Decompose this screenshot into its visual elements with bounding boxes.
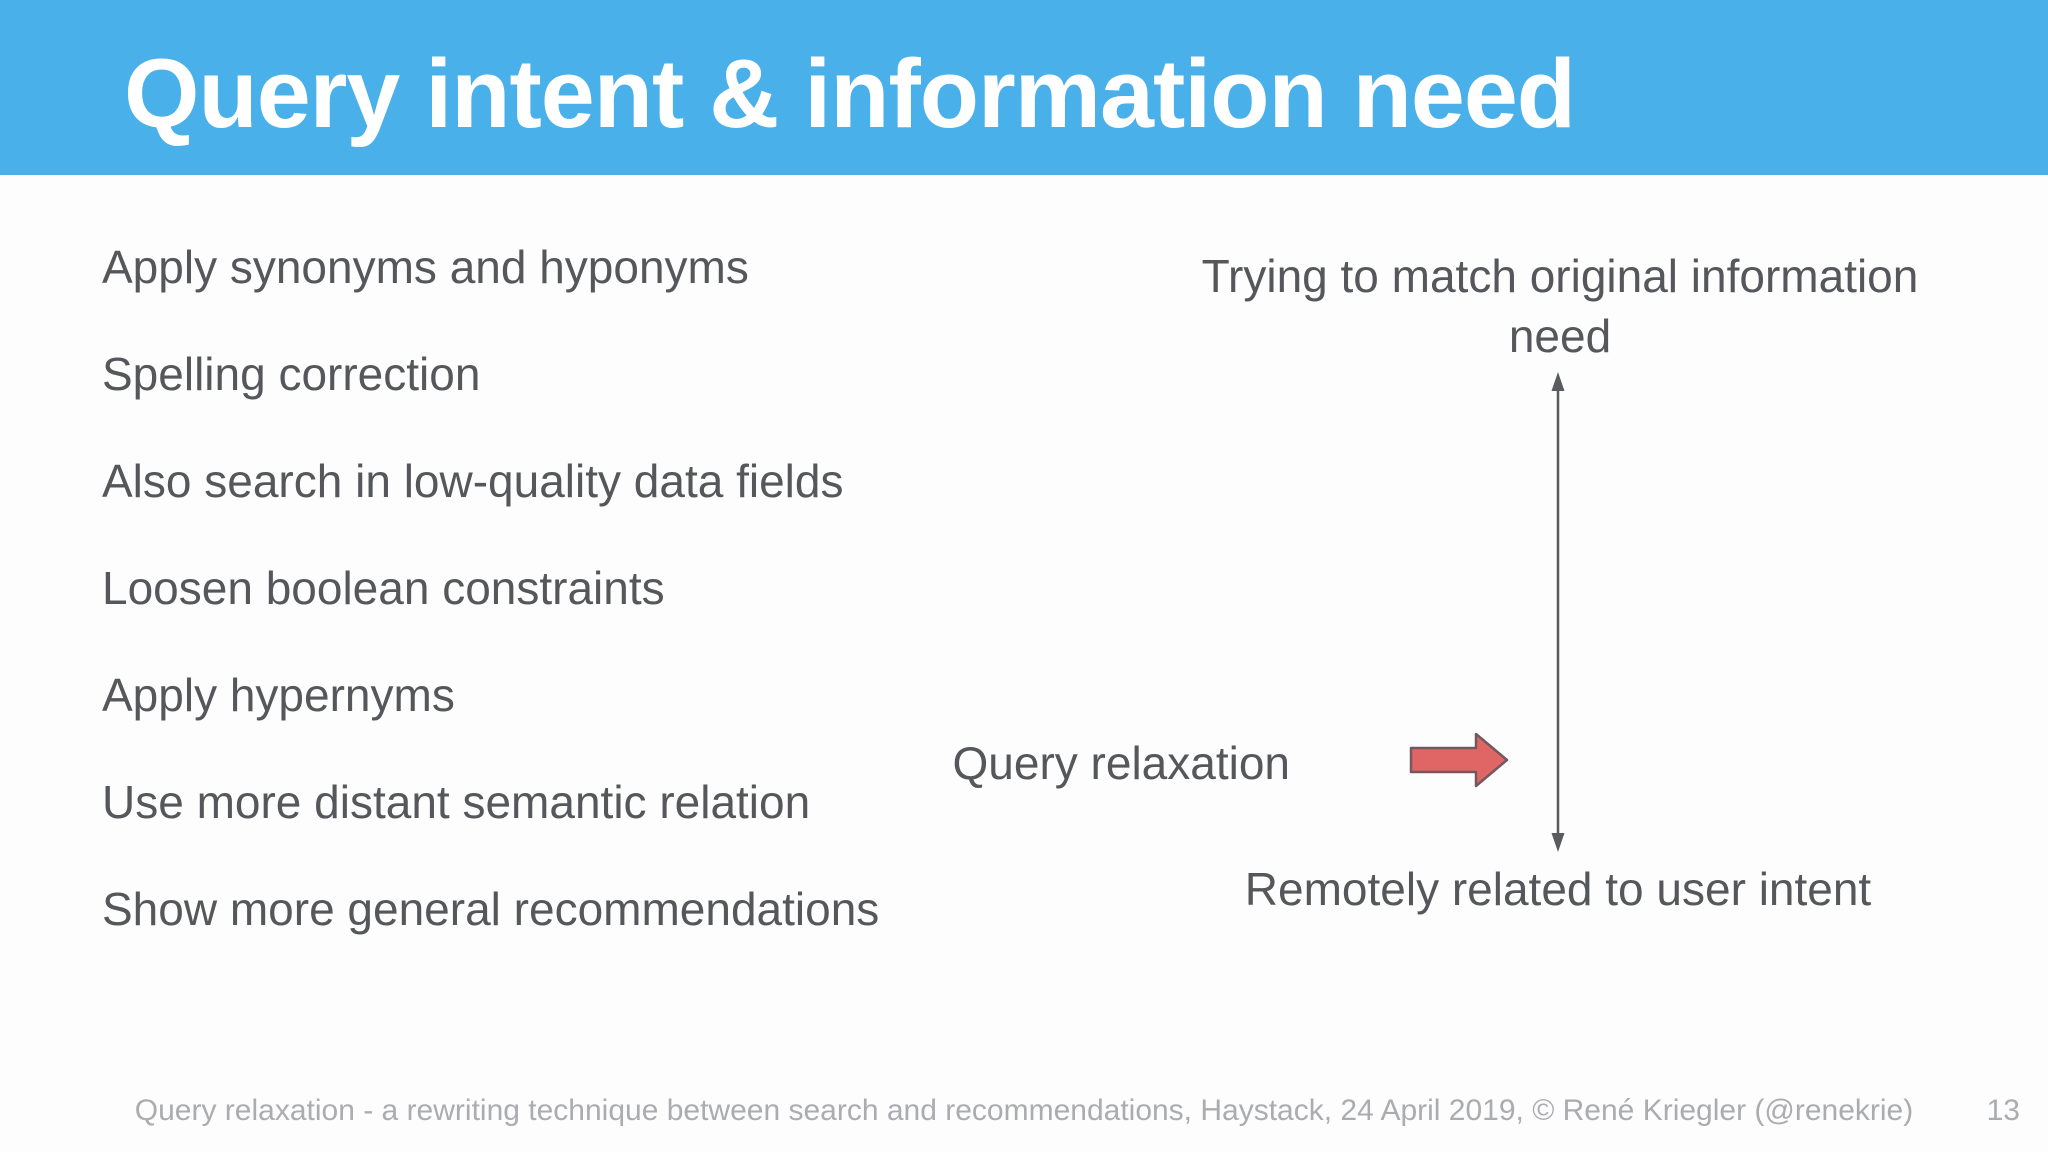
vertical-double-arrow-icon [1551, 372, 1565, 852]
bullet-item: Use more distant semantic relation [102, 775, 811, 828]
right-block-arrow-icon [1409, 732, 1509, 788]
slide-title: Query intent & information need [124, 38, 1576, 148]
bullet-item: Also search in low-quality data fields [102, 454, 844, 507]
bullet-item: Spelling correction [102, 347, 481, 400]
bullet-item: Show more general recommendations [102, 882, 880, 935]
diagram-top-label: Trying to match original information nee… [1201, 250, 1919, 362]
bullet-item: Apply synonyms and hyponyms [102, 240, 749, 293]
diagram-bottom-label: Remotely related to user intent [1244, 863, 1872, 915]
footer-citation: Query relaxation - a rewriting technique… [134, 1094, 1914, 1127]
bullet-list: Apply synonyms and hyponyms Spelling cor… [102, 213, 879, 962]
query-relaxation-label: Query relaxation [952, 737, 1291, 789]
bullet-item: Apply hypernyms [102, 668, 455, 721]
slide-header: Query intent & information need [0, 0, 2048, 175]
page-number: 13 [1986, 1094, 2020, 1127]
bullet-item: Loosen boolean constraints [102, 561, 665, 614]
slide-footer: Query relaxation - a rewriting technique… [0, 1094, 2048, 1128]
